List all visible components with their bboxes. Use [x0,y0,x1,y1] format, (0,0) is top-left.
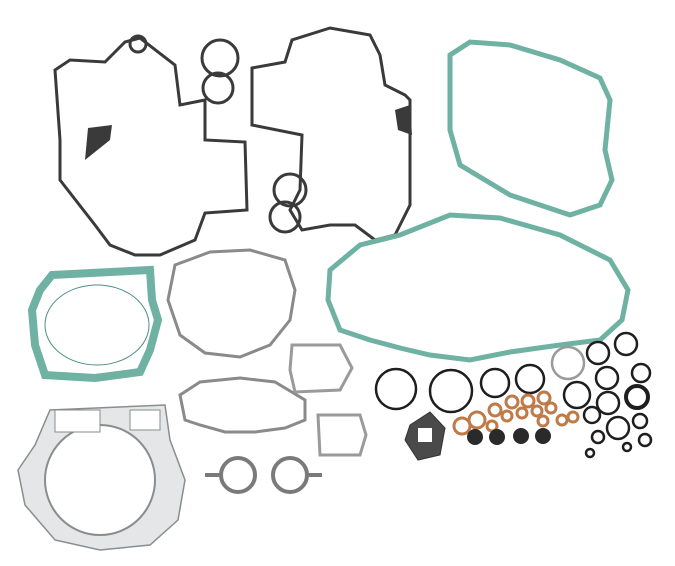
copper-washers [452,390,580,436]
o-rings [374,331,653,459]
ignition-cover-gasket [325,212,631,363]
oil-pump-gasket [178,376,307,434]
cylinder-head-gasket [17,404,186,551]
water-pump-cover-gasket [166,248,297,359]
valve-cover-gaskets [288,343,368,457]
exhaust-flange-gasket [205,456,322,494]
crankcase-gasket-left [53,34,249,257]
valve-stem-seals [467,428,551,445]
cylinder-base-gasket [27,265,163,383]
crankcase-gasket-right [250,26,412,242]
clutch-cover-gasket [447,39,615,218]
intake-flange-gasket [404,411,446,461]
